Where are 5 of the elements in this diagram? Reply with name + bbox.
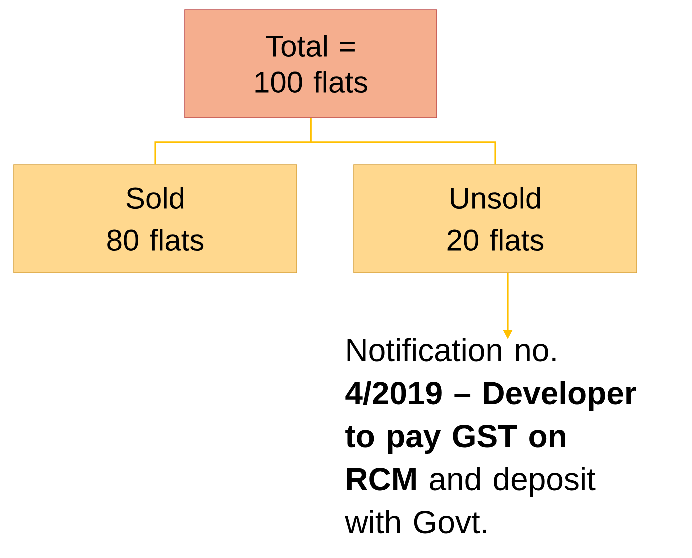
connector [310, 118, 496, 165]
note-text: Notification no. 4/2019 – Developer to pay GST on RCM and deposit with Govt. [345, 338, 636, 534]
process-box: Total = 100 flats [184, 10, 438, 118]
process-box: Unsold 20 flats [354, 164, 638, 274]
process-box: Sold 80 flats [14, 164, 298, 274]
